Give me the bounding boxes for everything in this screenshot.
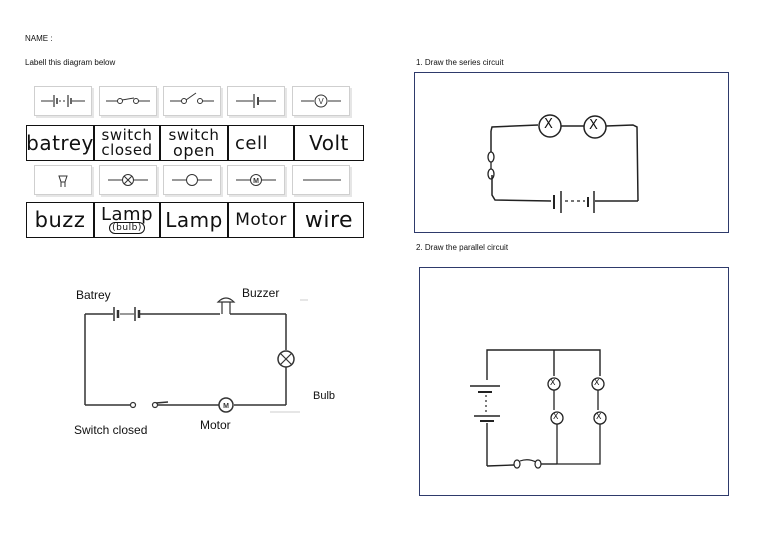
- switch-closed-label: Switch closed: [74, 423, 148, 437]
- buzzer-symbol-icon: [58, 175, 68, 187]
- voltmeter-symbol-box: V: [292, 86, 350, 116]
- battery-symbol-box: [34, 86, 92, 116]
- lamp-bulb-symbol-icon: [172, 174, 212, 186]
- battery-label: Batrey: [76, 288, 111, 302]
- label-cell-lamp: Lamp: [160, 202, 228, 238]
- label-cell-lamp-bulb: Lamp (bulb): [94, 202, 160, 238]
- series-lamp-2-mark: X: [589, 118, 598, 133]
- parallel-lamp-2-mark: X: [594, 378, 600, 387]
- parallel-lamp-3-mark: X: [553, 412, 559, 421]
- lamp-symbol-box: [99, 165, 157, 195]
- row1-label-row: batrey switch closed switch open cell Vo…: [26, 125, 364, 161]
- motor-symbol-box: M: [227, 165, 285, 195]
- lamp-bulb-symbol-box: [163, 165, 221, 195]
- label-text: batrey: [26, 131, 94, 155]
- switch-open-symbol-icon: [170, 92, 214, 104]
- label-text: (bulb): [109, 221, 145, 234]
- label-text: closed: [101, 141, 153, 159]
- buzzer-label: Buzzer: [242, 286, 280, 300]
- label-text: open: [173, 141, 215, 160]
- name-label: NAME :: [25, 34, 53, 43]
- label-cell-wire: wire: [294, 202, 364, 238]
- circuit-diagram-drawing: M: [84, 297, 308, 413]
- bulb-label: Bulb: [313, 390, 336, 402]
- parallel-lamp-1-mark: X: [550, 378, 556, 387]
- label-text: Lamp: [165, 208, 223, 232]
- label-text: cell: [235, 132, 268, 154]
- svg-text:M: M: [253, 178, 259, 185]
- switch-open-symbol-box: [163, 86, 221, 116]
- label-cell-cell: cell: [228, 125, 294, 161]
- switch-closed-symbol-icon: [106, 97, 150, 104]
- voltmeter-symbol-icon: V: [301, 94, 341, 108]
- cell-symbol-icon: [236, 94, 276, 108]
- series-lamp-2: [583, 115, 607, 139]
- label-cell-switch-open: switch open: [160, 125, 228, 161]
- parallel-lamp-4-mark: X: [596, 412, 602, 421]
- label-cell-buzz: buzz: [26, 202, 94, 238]
- question-1: 1. Draw the series circuit: [416, 58, 504, 67]
- series-circuit-frame: X X: [414, 72, 729, 233]
- svg-text:V: V: [318, 97, 324, 106]
- label-cell-batrey: batrey: [26, 125, 94, 161]
- cell-symbol-box: [227, 86, 285, 116]
- label-text: Lamp: [100, 203, 154, 225]
- series-circuit-drawing: [487, 114, 639, 213]
- battery-symbol-icon: [41, 95, 85, 107]
- buzzer-icon: [216, 297, 236, 303]
- switch-closed-symbol-box: [99, 86, 157, 116]
- label-cell-motor: Motor: [228, 202, 294, 238]
- label-text: Volt: [309, 131, 349, 155]
- label-text: wire: [304, 207, 354, 233]
- circuit-diagram: M Batrey Buzzer Bulb Switch closed Motor: [60, 280, 350, 440]
- motor-symbol-letter: M: [223, 403, 229, 410]
- parallel-circuit-frame: X X X X: [419, 267, 729, 496]
- label-text: switch: [101, 126, 153, 144]
- question-2: 2. Draw the parallel circuit: [416, 243, 509, 252]
- switch-icon: [151, 401, 159, 409]
- buzzer-symbol-box: [34, 165, 92, 195]
- lamp-symbol-icon: [108, 174, 148, 186]
- wire-symbol-icon: [303, 179, 341, 181]
- row2-label-row: buzz Lamp (bulb) Lamp Motor wire: [26, 202, 364, 238]
- series-lamp-1-mark: X: [544, 117, 553, 132]
- instruction-text: Labell this diagram below: [25, 58, 116, 67]
- label-text: switch: [168, 126, 220, 144]
- label-cell-switch-closed: switch closed: [94, 125, 160, 161]
- motor-label: Motor: [200, 418, 231, 432]
- label-cell-volt: Volt: [294, 125, 364, 161]
- label-text: Motor: [235, 210, 287, 230]
- motor-symbol-icon: M: [236, 174, 276, 186]
- label-text: buzz: [34, 208, 86, 232]
- wire-symbol-box: [292, 165, 350, 195]
- parallel-circuit-drawing: [470, 349, 607, 469]
